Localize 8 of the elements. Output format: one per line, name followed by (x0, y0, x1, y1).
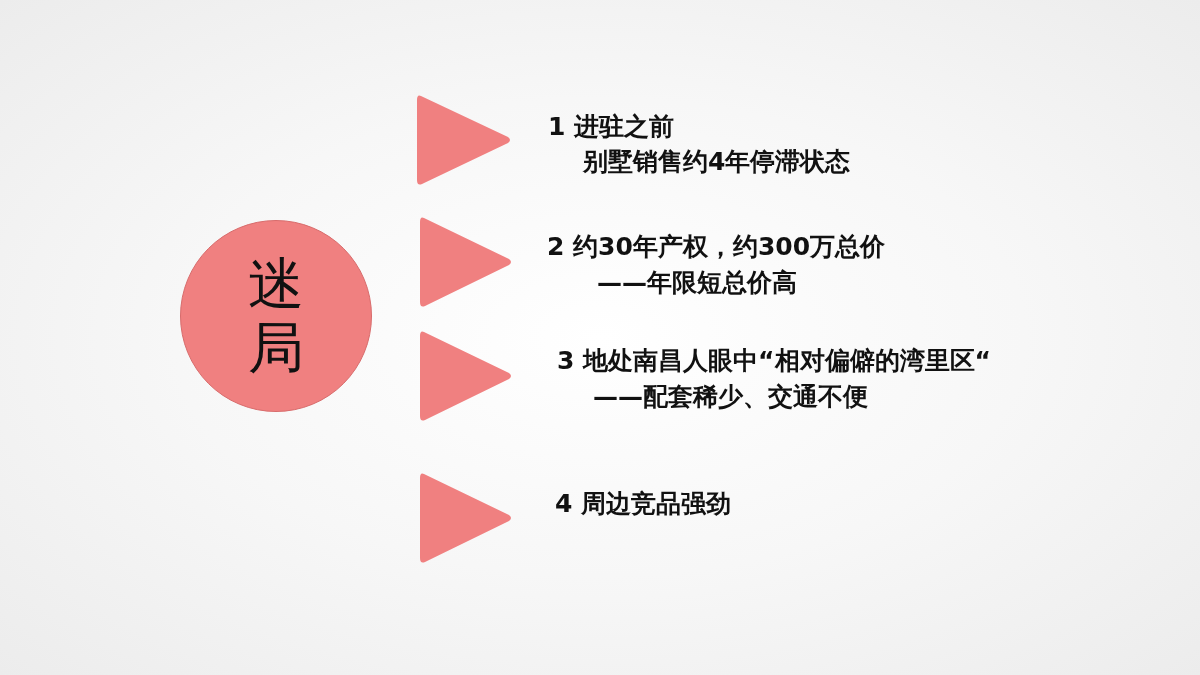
title-circle: 迷局 (180, 220, 372, 412)
item-heading: 4 周边竞品强劲 (555, 489, 732, 519)
item-heading: 2 约30年产权，约300万总价 (547, 232, 886, 262)
item-detail: ——年限短总价高 (597, 268, 797, 298)
item-heading: 1 进驻之前 (548, 112, 675, 142)
item-detail: 别墅销售约4年停滞状态 (583, 147, 851, 177)
item-detail: ——配套稀少、交通不便 (593, 382, 868, 412)
item-heading: 3 地处南昌人眼中“相对偏僻的湾里区“ (557, 346, 991, 376)
